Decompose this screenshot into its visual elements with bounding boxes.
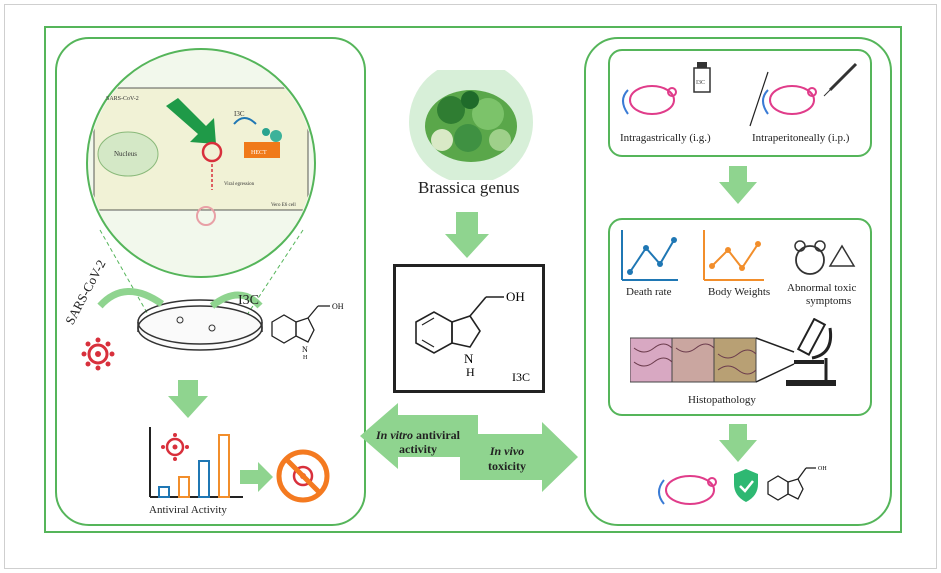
- histology-slide-2: [671, 337, 715, 383]
- in-vitro-label: In vitro antiviral activity: [376, 428, 460, 456]
- center-n-label: N: [464, 351, 474, 366]
- result-arrow: [240, 462, 273, 492]
- brassica-genus-label: Brassica genus: [418, 178, 520, 197]
- ip-label: Intraperitoneally (i.p.): [752, 132, 850, 144]
- microscope-icon: [786, 318, 836, 386]
- admin-divider: [749, 71, 769, 127]
- center-i3c-label: I3C: [512, 370, 530, 384]
- center-oh-label: OH: [506, 289, 525, 304]
- inset-virus-label: SARS-CoV-2: [106, 96, 139, 102]
- left-down-arrow: [168, 380, 208, 418]
- virus-blocked-icon: [276, 449, 330, 503]
- in-vivo-label: In vivo toxicity: [488, 444, 526, 474]
- abnormal-label-1: Abnormal toxic: [787, 282, 857, 294]
- virus-inset-small: [201, 141, 223, 163]
- body-weights-label: Body Weights: [708, 286, 771, 298]
- nucleus-shape: [97, 131, 159, 177]
- petri-dish-area: [81, 288, 263, 371]
- i3c-structure-box: OH N H I3C: [393, 264, 545, 393]
- in-vitro-em: In vitro: [376, 428, 414, 442]
- center-down-arrow: [445, 212, 489, 258]
- left-oh-label: OH: [332, 302, 344, 311]
- antiviral-activity-label: Antiviral Activity: [149, 504, 227, 516]
- bar-3: [198, 460, 210, 498]
- in-vitro-arrow-shape: [360, 403, 478, 469]
- death-rate-graph-icon: [621, 230, 678, 281]
- in-vivo-arrow-shape: [460, 422, 578, 492]
- right-panel: [584, 37, 892, 526]
- inset-i3c-label: I3C: [234, 110, 245, 118]
- in-vivo-em: In vivo: [489, 444, 525, 458]
- result-i3c-structure: OH: [767, 466, 827, 501]
- shield-check-icon: [734, 469, 758, 502]
- histology-slide-1: [630, 337, 673, 383]
- histopathology-label: Histopathology: [688, 394, 756, 406]
- sick-mouse-icon: [794, 240, 856, 275]
- left-n-label: N: [302, 345, 308, 354]
- virus-icon: [81, 337, 115, 371]
- ig-label: Intragastrically (i.g.): [620, 132, 711, 144]
- binding-dot: [270, 130, 282, 142]
- inset-hect-label: HECT: [251, 150, 267, 156]
- outer-green-border: [44, 26, 902, 533]
- mouse-ig-icon: [622, 85, 677, 115]
- virus-faded: [196, 206, 216, 226]
- inhibitor-dot: [262, 128, 270, 136]
- in-vivo-line2: toxicity: [488, 459, 526, 473]
- administration-box: [608, 49, 872, 157]
- abnormal-label-2: symptoms: [806, 295, 852, 307]
- block-arrow: [233, 117, 257, 125]
- bottle-icon: I3C: [693, 62, 711, 93]
- histopathology-icons: [630, 318, 836, 386]
- center-h-label: H: [466, 365, 475, 379]
- diagram-frame: [4, 4, 937, 569]
- bar-1: [158, 486, 170, 498]
- safety-result-icons: OH: [658, 466, 827, 505]
- in-vitro-rest: antiviral: [413, 428, 461, 442]
- bar-2: [178, 476, 190, 498]
- inset-egression-label: Viral egression: [224, 182, 255, 187]
- body-weight-graph-icon: [703, 230, 764, 281]
- brassica-illustration: [409, 70, 533, 180]
- left-i3c-label: I3C: [238, 293, 259, 308]
- left-h-label: H: [303, 355, 308, 360]
- antiviral-bar-chart: [149, 427, 243, 498]
- in-vitro-line2: activity: [399, 442, 437, 456]
- left-i3c-structure: OH N H: [271, 302, 344, 360]
- result-oh-label: OH: [818, 466, 827, 472]
- mechanism-inset-svg: SARS-CoV-2 Nucleus I3C HECT Viral egress…: [86, 48, 316, 278]
- left-panel: [55, 37, 366, 526]
- right-down-arrow-2: [719, 424, 757, 462]
- entry-arrow: [166, 98, 216, 144]
- bar-4: [218, 434, 230, 498]
- right-down-arrow-1: [719, 166, 757, 204]
- histology-slide-3: [713, 337, 757, 383]
- mouse-ip-icon: [762, 85, 817, 115]
- center-i3c-structure: OH N H I3C: [415, 289, 530, 384]
- inset-cell-label: Vero E6 cell: [271, 203, 296, 208]
- inset-nucleus-label: Nucleus: [114, 150, 137, 158]
- hect-box: [244, 142, 280, 158]
- mouse-result-icon: [658, 475, 717, 505]
- death-rate-label: Death rate: [626, 286, 672, 298]
- bottle-label: I3C: [696, 80, 705, 86]
- syringe-icon: [823, 62, 858, 97]
- administration-icons: I3C: [622, 62, 858, 127]
- chart-virus-icon: [161, 433, 189, 461]
- test-icons: [621, 230, 856, 281]
- mechanism-inset: SARS-CoV-2 Nucleus I3C HECT Viral egress…: [66, 40, 336, 290]
